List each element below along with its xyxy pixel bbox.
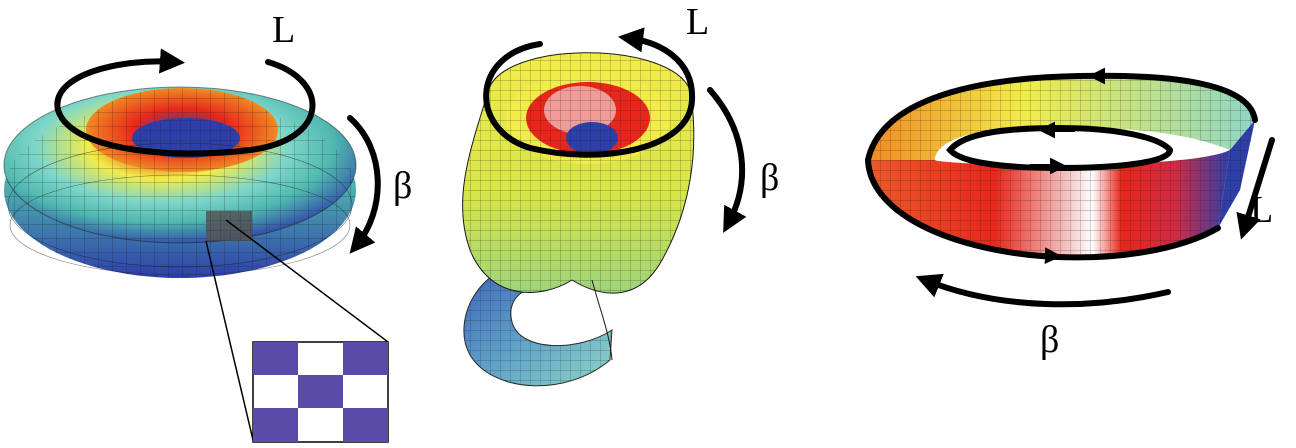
- torus-meridian-label: β: [393, 165, 412, 207]
- mobius-panel: L β: [865, 67, 1275, 361]
- mobius-meridian-label: β: [1040, 319, 1059, 361]
- torus-meridian-arrow: [347, 115, 381, 254]
- klein-body: [462, 52, 695, 361]
- torus-panel: L β: [3, 9, 412, 443]
- zoom-line-left: [205, 240, 254, 441]
- torus-surface: [3, 86, 357, 278]
- zoom-inset: [252, 341, 389, 443]
- mobius-loop-arrow: [1236, 137, 1275, 240]
- torus-loop-arrow: [54, 48, 316, 157]
- mobius-loop-label: L: [1250, 189, 1273, 231]
- torus-loop-label: L: [272, 9, 295, 51]
- klein-handle: [463, 261, 613, 387]
- klein-bottle-panel: L β: [462, 1, 779, 387]
- klein-loop-arrow: [483, 27, 696, 158]
- klein-meridian-label: β: [760, 157, 779, 199]
- mobius-bottom-arrow: [1024, 247, 1062, 265]
- klein-loop-label: L: [686, 1, 709, 43]
- mobius-band: [868, 75, 1255, 258]
- zoom-line-right: [225, 219, 389, 343]
- klein-meridian-arrow: [707, 87, 747, 233]
- mobius-meridian-arrow: [915, 273, 1171, 308]
